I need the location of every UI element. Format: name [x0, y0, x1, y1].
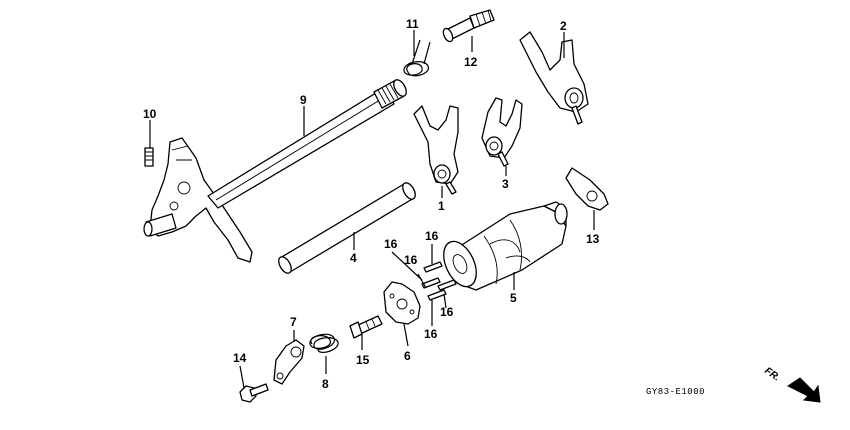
pins-16: [421, 261, 457, 301]
callout-5: 5: [510, 291, 517, 305]
callout-15: 15: [356, 353, 370, 367]
shift-fork-2: [519, 31, 589, 125]
callout-7: 7: [290, 315, 297, 329]
callout-16-upper-left: 16: [384, 237, 398, 251]
callout-3: 3: [502, 177, 509, 191]
drum-center-6: [383, 281, 421, 325]
callout-16-left: 16: [404, 253, 418, 267]
callout-16-bottom: 16: [424, 327, 438, 341]
callout-12: 12: [464, 55, 478, 69]
callout-11: 11: [406, 17, 419, 31]
callout-14: 14: [233, 351, 247, 365]
callout-10: 10: [143, 107, 157, 121]
callout-4: 4: [350, 251, 357, 265]
shift-fork-1: [413, 105, 459, 195]
fr-label: FR.: [762, 365, 782, 383]
callout-labels: 9 10 11 12 2 1 3 13 4 5 16 16 16 16 16 6…: [143, 17, 600, 391]
callout-1: 1: [438, 199, 445, 213]
fork-shaft-4: [278, 182, 416, 274]
stopper-arm-7: [273, 339, 305, 385]
drawing-code: GY83-E1000: [646, 387, 705, 397]
callout-9: 9: [300, 93, 307, 107]
callout-16-top: 16: [425, 229, 439, 243]
callout-16-right: 16: [440, 305, 454, 319]
stopper-plate-13: [565, 167, 609, 211]
shift-fork-3: [481, 97, 523, 167]
callout-6: 6: [404, 349, 411, 363]
spring-11: [403, 39, 431, 77]
shift-drum-5: [443, 201, 568, 291]
shift-shaft-assembly: [143, 79, 407, 263]
callout-2: 2: [560, 19, 567, 33]
spring-8: [309, 333, 339, 354]
bolt-14: [239, 383, 269, 403]
bolt-12: [442, 9, 495, 43]
callout-8: 8: [322, 377, 329, 391]
front-direction-arrow: FR.: [762, 365, 821, 403]
leader-lines: [149, 30, 595, 389]
pin-10: [144, 147, 154, 167]
bolt-15: [349, 315, 383, 339]
fr-arrow-icon: [787, 377, 821, 403]
callout-13: 13: [586, 232, 600, 246]
